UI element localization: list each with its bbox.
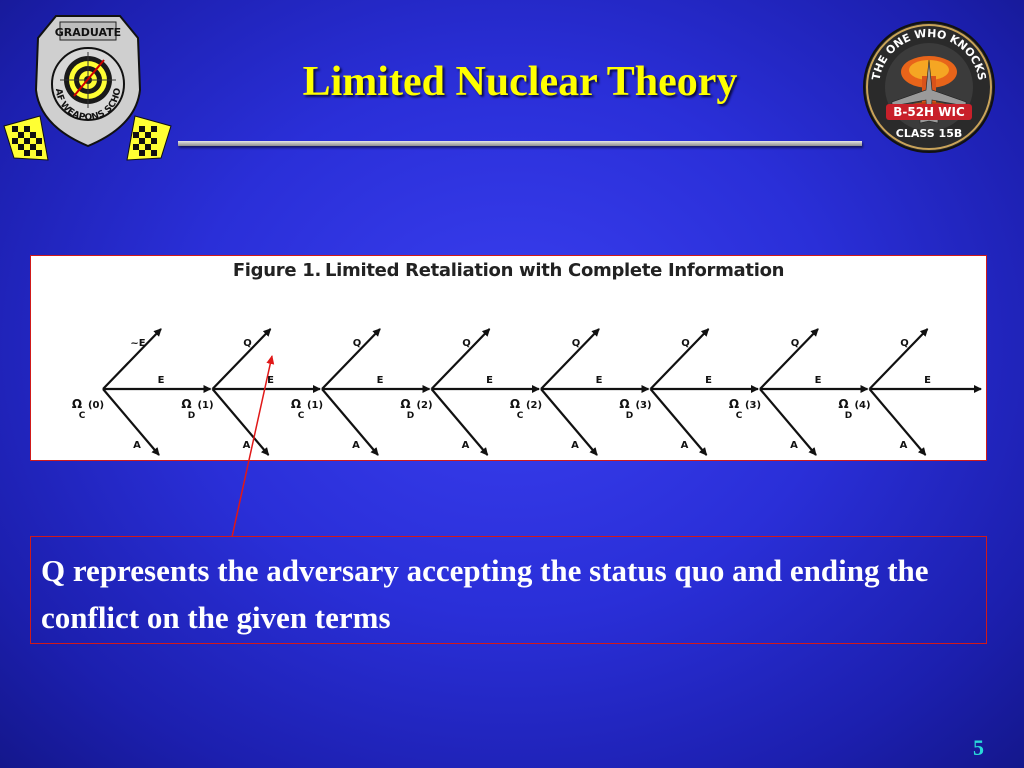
branch-lower bbox=[321, 388, 379, 456]
branch-lower bbox=[211, 388, 270, 456]
branch-label-lower: A bbox=[790, 440, 798, 451]
node-subscript: C bbox=[517, 411, 524, 421]
branch-label-upper: Q bbox=[353, 338, 362, 349]
node-index: (2) bbox=[526, 400, 542, 411]
branch-label-lower: A bbox=[243, 440, 251, 451]
branch-label-main: E bbox=[705, 375, 712, 386]
slide-title: Limited Nuclear Theory bbox=[302, 59, 738, 105]
node-index: (0) bbox=[88, 400, 104, 411]
branch-label-upper: Q bbox=[900, 338, 909, 349]
node-subscript: C bbox=[298, 411, 305, 421]
figure-number: Figure 1. bbox=[232, 260, 321, 281]
node-index: (1) bbox=[197, 400, 213, 411]
node-index: (2) bbox=[416, 400, 432, 411]
branch-upper bbox=[540, 328, 600, 390]
branch-lower bbox=[540, 388, 598, 456]
branch-label-upper: Q bbox=[572, 338, 581, 349]
title-divider bbox=[178, 141, 862, 146]
branch-label-main: E bbox=[924, 375, 931, 386]
node-omega-symbol: Ω bbox=[72, 397, 82, 411]
node-subscript: C bbox=[79, 411, 86, 421]
class-patch-logo: THE ONE WHO KNOCKS B-52H WIC CLASS 15B bbox=[863, 21, 995, 153]
branch-label-main: E bbox=[486, 375, 493, 386]
figure-title: Limited Retaliation with Complete Inform… bbox=[325, 260, 785, 281]
figure-caption: Figure 1.Limited Retaliation with Comple… bbox=[31, 260, 986, 281]
checkered-wings bbox=[3, 115, 172, 161]
node-subscript: D bbox=[407, 411, 414, 421]
branch-upper bbox=[430, 328, 491, 390]
branch-label-upper: Q bbox=[681, 338, 690, 349]
branch-lower bbox=[102, 388, 160, 456]
branch-upper bbox=[649, 328, 710, 390]
node-index: (3) bbox=[635, 400, 651, 411]
branch-lower bbox=[649, 388, 708, 456]
branch-upper bbox=[211, 328, 272, 390]
node-subscript: D bbox=[188, 411, 195, 421]
branch-label-main: E bbox=[815, 375, 822, 386]
branch-label-lower: A bbox=[352, 440, 360, 451]
node-subscript: C bbox=[736, 411, 743, 421]
patch-class-text: CLASS 15B bbox=[896, 127, 962, 140]
game-tree-diagram: ~EEAΩC(0)QEAΩD(1)QEAΩC(1)QEAΩD(2)QEAΩC(2… bbox=[72, 328, 982, 456]
figure-panel: Figure 1.Limited Retaliation with Comple… bbox=[30, 255, 987, 461]
branch-upper bbox=[102, 328, 162, 390]
branch-label-main: E bbox=[596, 375, 603, 386]
branch-label-main: E bbox=[377, 375, 384, 386]
branch-label-upper: Q bbox=[462, 338, 471, 349]
node-omega-symbol: Ω bbox=[400, 397, 410, 411]
node-omega-symbol: Ω bbox=[181, 397, 191, 411]
node-omega-symbol: Ω bbox=[510, 397, 520, 411]
branch-upper bbox=[868, 328, 929, 390]
branch-lower bbox=[759, 388, 817, 456]
node-index: (3) bbox=[745, 400, 761, 411]
node-omega-symbol: Ω bbox=[838, 397, 848, 411]
branch-upper bbox=[321, 328, 381, 390]
branch-label-lower: A bbox=[681, 440, 689, 451]
patch-aircraft-text: B-52H WIC bbox=[893, 105, 965, 119]
branch-label-lower: A bbox=[571, 440, 579, 451]
logo-banner-text: GRADUATE bbox=[55, 26, 121, 39]
branch-label-lower: A bbox=[462, 440, 470, 451]
branch-label-lower: A bbox=[900, 440, 908, 451]
branch-label-main: E bbox=[158, 375, 165, 386]
node-index: (1) bbox=[307, 400, 323, 411]
note-box: Q represents the adversary accepting the… bbox=[30, 536, 987, 644]
note-text: Q represents the adversary accepting the… bbox=[41, 553, 929, 635]
node-omega-symbol: Ω bbox=[619, 397, 629, 411]
branch-upper bbox=[759, 328, 819, 390]
node-subscript: D bbox=[845, 411, 852, 421]
branch-lower bbox=[868, 388, 927, 456]
branch-label-upper: Q bbox=[243, 338, 252, 349]
branch-label-upper: ~E bbox=[130, 338, 145, 349]
node-omega-symbol: Ω bbox=[729, 397, 739, 411]
weapons-school-graduate-logo: GRADUATE USAF WEAPONS SCHOOL bbox=[0, 8, 172, 161]
page-number: 5 bbox=[973, 735, 984, 760]
branch-label-upper: Q bbox=[791, 338, 800, 349]
node-subscript: D bbox=[626, 411, 633, 421]
node-index: (4) bbox=[854, 400, 870, 411]
node-omega-symbol: Ω bbox=[291, 397, 301, 411]
branch-label-lower: A bbox=[133, 440, 141, 451]
branch-lower bbox=[430, 388, 489, 456]
branch-label-main: E bbox=[267, 375, 274, 386]
